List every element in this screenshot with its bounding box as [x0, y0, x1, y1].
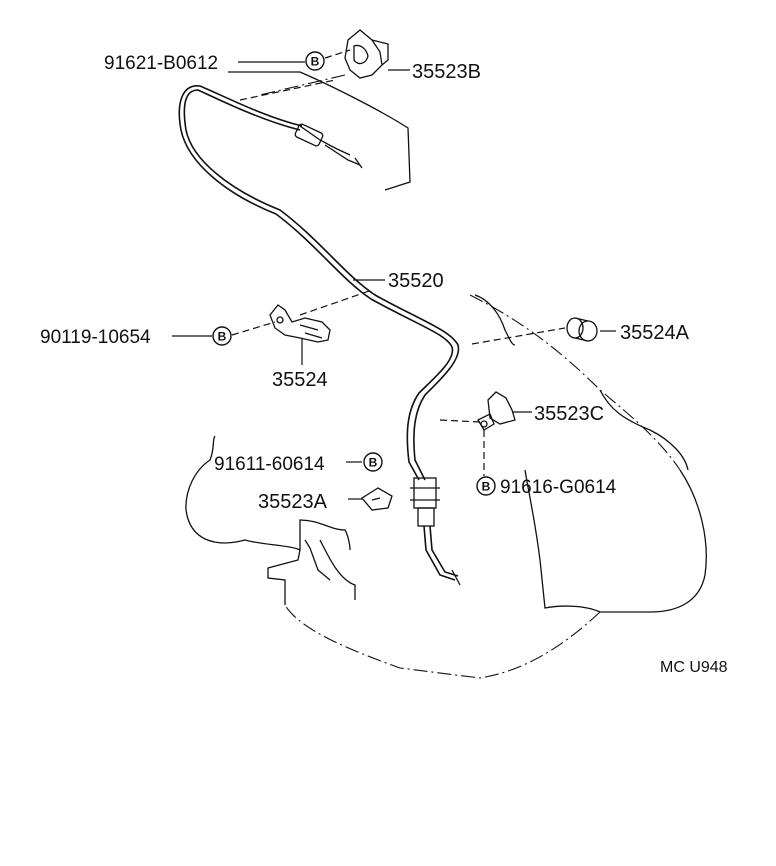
- svg-text:B: B: [482, 480, 491, 494]
- part-label-90119-10654: 90119-10654: [40, 327, 151, 348]
- bolt-marker-b-p8: B: [363, 452, 383, 472]
- part-label-35520: 35520: [388, 270, 444, 292]
- upper-bracket-outline: [228, 71, 411, 191]
- diagram-code: MC U948: [660, 659, 728, 676]
- bolt-marker-b-p10: B: [476, 476, 496, 496]
- pad-35523a-drawing: [361, 487, 393, 511]
- part-label-35523b: 35523B: [412, 61, 481, 83]
- part-label-35523c: 35523C: [534, 403, 604, 425]
- leader-lines: [172, 49, 616, 500]
- part-label-91621-b0612: 91621-B0612: [104, 53, 218, 74]
- clip-35523c-drawing: [477, 391, 516, 431]
- part-label-35524: 35524: [272, 369, 328, 391]
- bracket-35524-drawing: [269, 304, 331, 343]
- grommet-35524a-drawing: [566, 317, 598, 342]
- clamp-35523b-drawing: [344, 29, 389, 79]
- transmission-housing-outline: [185, 294, 707, 679]
- part-label-91616-g0614: 91616-G0614: [500, 477, 617, 498]
- part-label-35524a: 35524A: [620, 322, 690, 344]
- part-label-91611-60614: 91611-60614: [214, 454, 325, 475]
- part-label-35523a: 35523A: [258, 491, 328, 513]
- svg-text:B: B: [218, 330, 227, 344]
- svg-text:B: B: [369, 456, 378, 470]
- control-cable: [178, 85, 461, 586]
- bolt-marker-b-p4: B: [212, 326, 232, 346]
- svg-text:B: B: [311, 55, 320, 69]
- bolt-marker-b-p1: B: [305, 51, 325, 71]
